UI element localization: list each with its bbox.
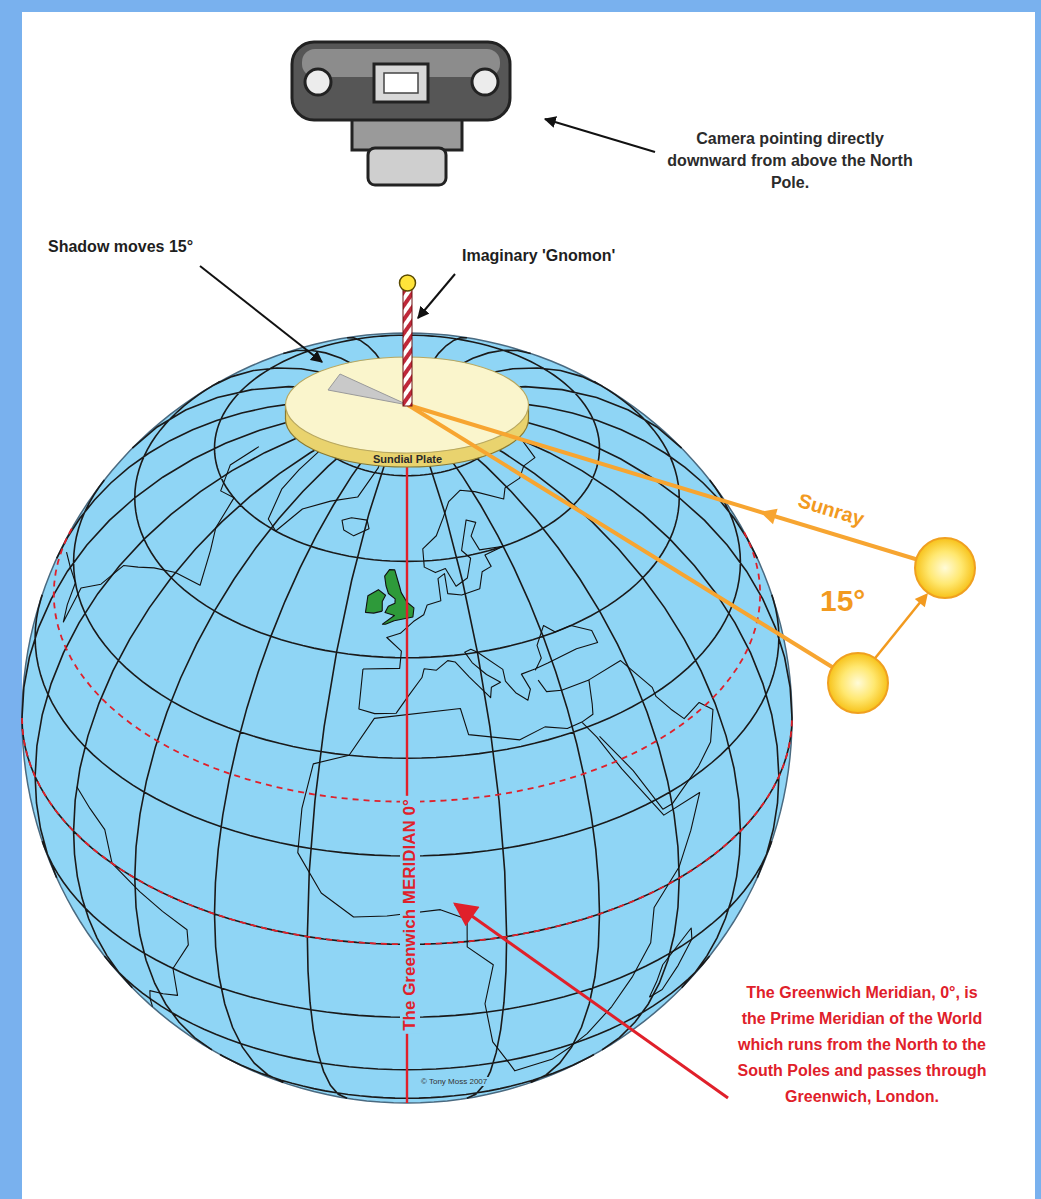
gnomon-arrow (418, 274, 455, 318)
meridian-label: The Greenwich MERIDIAN 0° (400, 796, 420, 1034)
graticule (22, 333, 792, 1103)
white-panel (22, 12, 1035, 1199)
sun-symbol (828, 653, 888, 713)
sunray-line (408, 405, 858, 683)
north-america-outline (63, 447, 258, 622)
sun-symbol (915, 538, 975, 598)
sun-move-arrow (872, 600, 922, 662)
camera-knob (305, 69, 331, 95)
iceland-outline (342, 518, 369, 536)
sunray-line (408, 405, 945, 568)
sunray-arrowhead (760, 509, 778, 524)
gnomon-label: Imaginary 'Gnomon' (462, 247, 615, 265)
camera-knob (472, 69, 498, 95)
camera-arrow (545, 119, 655, 152)
globe-sphere (22, 333, 792, 1103)
arabia-outline (589, 661, 713, 810)
plate-label: Sundial Plate (300, 453, 515, 466)
shadow-arrow (200, 266, 322, 362)
europe-south-outline (359, 626, 598, 714)
camera-icon (292, 42, 510, 185)
copyright-note: © Tony Moss 2007 (418, 1077, 490, 1086)
camera-viewfinder (374, 64, 428, 102)
camera-body (292, 42, 510, 120)
sundial-plate: Sundial Plate (300, 350, 515, 475)
turkey-levant-outline (298, 680, 700, 1071)
gnomon-pole (403, 288, 412, 406)
ireland-outline (365, 590, 385, 613)
gnomon-ball (400, 275, 416, 291)
camera-lens-mount (352, 118, 462, 150)
angle-label: 15° (820, 584, 865, 618)
camera-window (384, 73, 418, 93)
sundial-illustration (286, 275, 976, 713)
gnomon-shadow (328, 374, 408, 405)
leader-arrows (200, 119, 728, 1098)
europe-north-outline (363, 440, 535, 669)
madagascar-outline (649, 928, 691, 997)
camera-lens (368, 148, 446, 185)
sun-move-arrowhead (915, 593, 928, 607)
meridian-note: The Greenwich Meridian, 0°, is the Prime… (737, 980, 987, 1110)
meridian-arrow (455, 904, 728, 1098)
great-britain-outline (382, 570, 414, 625)
globe (22, 333, 792, 1103)
camera-note: Camera pointing directly downward from a… (665, 128, 915, 194)
shadow-label: Shadow moves 15° (48, 238, 193, 256)
